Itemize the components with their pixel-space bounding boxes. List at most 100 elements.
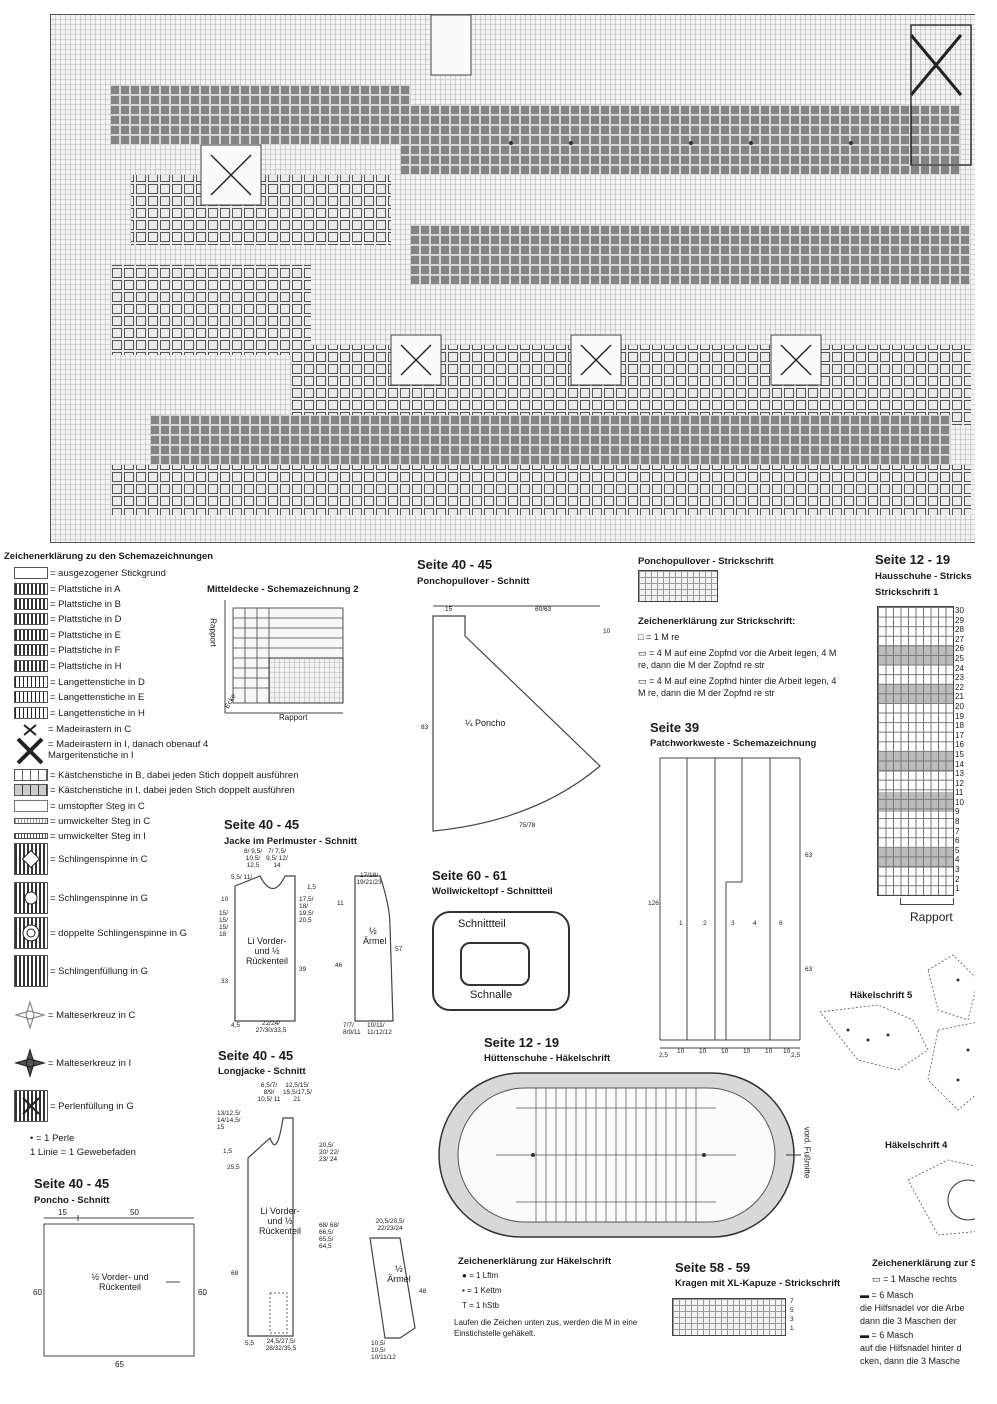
patchwork-diagram: 1 2 3 4 6 126 63 63 2,5 10 10 10 10 10 1…	[645, 752, 845, 1062]
dim-label: 8/ 9,5/ 10,5/ 12,5	[243, 848, 263, 869]
row-number: 3	[790, 1316, 794, 1323]
ponchopullover-title: Ponchopullover - Schnitt	[417, 576, 530, 587]
row-number: 13	[955, 769, 964, 779]
jacke-sleeve-label: ½ Ärmel	[363, 926, 387, 946]
buttonhole-stitch-icon	[14, 707, 48, 719]
strick-legend-item: □ = 1 M re	[638, 632, 680, 642]
dim-label: 10	[677, 1048, 685, 1055]
dim-label: 1,5	[223, 1148, 233, 1155]
poncho-title: Poncho - Schnitt	[34, 1195, 110, 1206]
legend-item: = Perlenfüllung in G	[14, 1090, 134, 1122]
strick-legend-2-text: dann die 3 Maschen der	[860, 1316, 957, 1326]
row-number: 24	[955, 663, 964, 673]
ponchopullover-seite: Seite 40 - 45	[417, 557, 493, 572]
panel-number: 1	[679, 920, 683, 927]
dim-label: 1,5	[307, 884, 317, 891]
legend-item: = ausgezogener Stickgrund	[14, 566, 166, 580]
dim-label: 20,5/20,5/ 22/23/24	[375, 1218, 405, 1232]
dim-label: 65	[115, 1360, 124, 1369]
ponchopullover-diagram: 15 60/63 10 83 75/78 ¼ Poncho	[415, 596, 615, 836]
wollwickeltopf-inner	[460, 942, 530, 986]
dim-label: 10	[603, 628, 611, 635]
huettenschuhe-diagram: vord. Fußmitte	[436, 1068, 811, 1243]
longjacke-seite: Seite 40 - 45	[218, 1048, 294, 1063]
strick-legend-2-text: die Hilfsnadel vor die Arbe	[860, 1303, 965, 1313]
dim-label: 2,5	[791, 1052, 801, 1059]
mitteldecke-rapport-h: Rapport	[279, 713, 308, 722]
row-number: 4	[955, 855, 960, 865]
dim-label: 10	[783, 1048, 791, 1055]
legend-item: = umwickelter Steg in I	[14, 829, 146, 843]
longjacke-sleeve-label: ½ Ärmel	[387, 1264, 411, 1284]
legend-item: = Plattstiche in A	[14, 582, 121, 596]
kragen-title: Kragen mit XL-Kapuze - Strickschrift	[675, 1278, 841, 1289]
chain-stitch-icon: ●	[462, 1271, 470, 1280]
jacke-title: Jacke im Perlmuster - Schnitt	[224, 836, 358, 847]
spider-web-icon	[14, 882, 48, 914]
dim-label: 6,5/7/ 8/9/ 10,5/ 11	[257, 1082, 281, 1103]
dim-label: 24,5/27,5/ 28/32/35,5	[265, 1338, 297, 1352]
wollwickeltopf-seite: Seite 60 - 61	[432, 868, 508, 883]
bar-icon	[14, 818, 48, 824]
legend-item: = Kästchenstiche in I, dabei jeden Stich…	[14, 783, 295, 797]
row-number: 22	[955, 682, 964, 692]
buttonhole-stitch-icon	[14, 691, 48, 703]
strick-legend-item: ▭ = 4 M auf eine Zopfnd hinter die Arbei…	[638, 676, 837, 698]
legend-item: = Langettenstiche in D	[14, 675, 145, 689]
dim-label: 5,5/ 11/	[231, 874, 253, 881]
strick-legend-title: Zeichenerklärung zur Strickschrift:	[638, 616, 796, 627]
dim-label: 15	[445, 606, 453, 613]
ponchopullover-inner-label: ¼ Poncho	[465, 718, 506, 728]
dim-label: 10	[221, 896, 229, 903]
wollwickeltopf-title: Wollwickeltopf - Schnittteil	[432, 886, 553, 897]
dim-label: 10,5/ 10,5/ 10/11/12	[371, 1340, 396, 1361]
legend-item: = Schlingenspinne in C	[14, 843, 147, 875]
strick-legend-2-title: Zeichenerklärung zur S	[872, 1258, 978, 1269]
row-number: 19	[955, 711, 964, 721]
dim-label: 60	[198, 1288, 207, 1297]
row-number: 2	[955, 874, 960, 884]
row-number: 15	[955, 749, 964, 759]
dim-label: 68/ 68/ 66,5/ 65,5/ 64,5	[319, 1222, 339, 1250]
dim-label: 75/78	[519, 822, 536, 829]
longjacke-title: Longjacke - Schnitt	[218, 1066, 306, 1077]
hausschuhe-sub: Strickschrift 1	[875, 587, 939, 598]
legend-line: 1 Linie = 1 Gewebefaden	[30, 1147, 136, 1158]
strick-legend-2-item: ▬ = 6 Masch	[860, 1290, 914, 1300]
haekel-legend-title: Zeichenerklärung zur Häkelschrift	[458, 1256, 612, 1267]
row-number: 6	[955, 836, 960, 846]
row-number: 8	[955, 817, 960, 827]
dim-label: 5,5	[245, 1340, 255, 1347]
satin-stitch-icon	[14, 613, 48, 625]
panel-number: 4	[753, 920, 757, 927]
legend-item: = umstopfter Steg in C	[14, 799, 145, 813]
cable-back-icon: ▬	[860, 1330, 872, 1340]
bar-icon	[14, 800, 48, 812]
cable-back-icon: ▭	[638, 676, 650, 686]
kragen-chart	[672, 1298, 786, 1336]
panel-number: 6	[779, 920, 783, 927]
madeira-star-icon	[14, 724, 46, 736]
dim-label: 50	[130, 1208, 139, 1217]
hausschuhe-rapport: Rapport	[910, 910, 953, 924]
legend-item: = Malteserkreuz in C	[13, 999, 135, 1031]
row-number: 3	[955, 865, 960, 875]
panel-number: 2	[703, 920, 707, 927]
dim-label: 126	[648, 900, 659, 907]
satin-stitch-icon	[14, 660, 48, 672]
legend-item: = doppelte Schlingenspinne in G	[14, 917, 187, 949]
dim-label: 15/ 15/ 15/ 18	[219, 910, 229, 938]
legend-title: Zeichenerklärung zu den Schemazeichnunge…	[4, 551, 214, 562]
mitteldecke-rapport-v: Rapport	[208, 618, 218, 647]
legend-item: = Langettenstiche in E	[14, 690, 144, 704]
knit-stitch-icon: □	[638, 632, 646, 642]
row-number: 11	[955, 788, 964, 798]
dim-label: 13/12,5/ 14/14,5/ 15	[217, 1110, 241, 1131]
dim-label: 25,5	[227, 1164, 240, 1171]
haekel-legend-item: ▪ = 1 Kettm	[462, 1286, 502, 1295]
legend-item: = Plattstiche in E	[14, 628, 121, 642]
row-number: 29	[955, 615, 964, 625]
poncho-seite: Seite 40 - 45	[34, 1176, 110, 1191]
haekelschrift-5-title: Häkelschrift 5	[850, 990, 913, 1001]
bar-icon	[14, 833, 48, 839]
